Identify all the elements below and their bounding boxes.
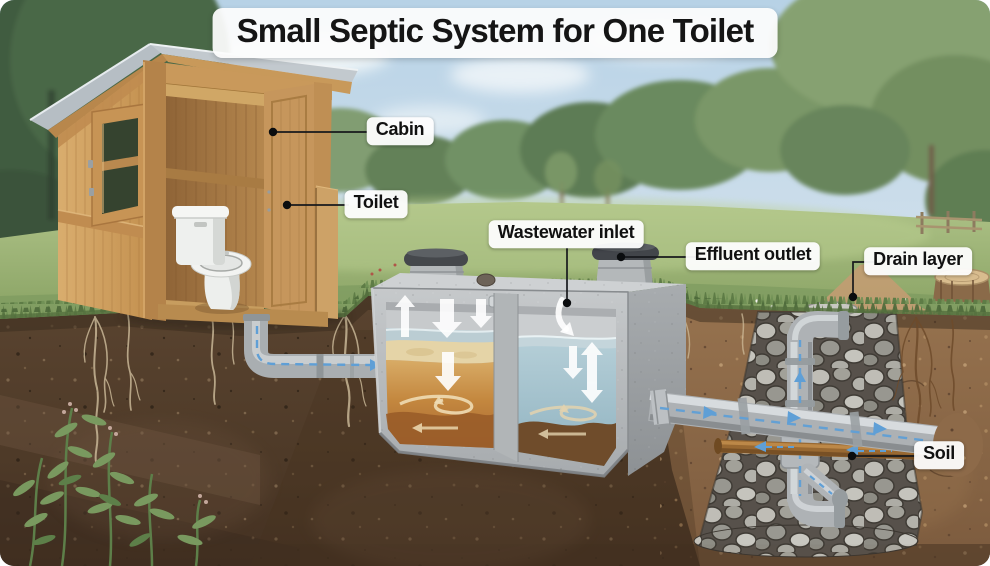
toilet-graphic — [172, 206, 252, 314]
label-wastewater-inlet: Wastewater inlet — [488, 220, 644, 248]
label-drain-layer: Drain layer — [864, 247, 972, 275]
cabin-roof — [30, 44, 162, 130]
flow-arrows-white — [395, 295, 492, 391]
tree-stump — [933, 268, 990, 303]
settling-chamber — [385, 295, 495, 448]
page-title: Small Septic System for One Toilet — [236, 12, 755, 49]
divider-wall — [494, 293, 518, 462]
flush-lever — [194, 222, 207, 227]
tree-trunk — [929, 145, 934, 215]
leader-dots — [268, 127, 858, 461]
septic-tank-graphic — [370, 242, 686, 478]
cabin-graphic — [29, 43, 359, 327]
hinge — [88, 160, 93, 168]
cabin-window — [88, 103, 147, 227]
cabin-door — [264, 84, 314, 318]
foreground-plants — [13, 402, 216, 566]
rock — [476, 273, 496, 287]
fence — [915, 211, 983, 234]
title-banner: Small Septic System for One Toilet — [212, 8, 778, 58]
outlet-riser — [592, 242, 659, 286]
tree-trunk — [48, 90, 55, 220]
label-soil: Soil — [914, 441, 964, 469]
label-effluent-outlet: Effluent outlet — [685, 242, 821, 270]
inlet-pipe — [243, 314, 381, 378]
label-toilet: Toilet — [344, 190, 408, 218]
label-cabin: Cabin — [366, 117, 434, 145]
clarifying-chamber — [488, 293, 617, 466]
